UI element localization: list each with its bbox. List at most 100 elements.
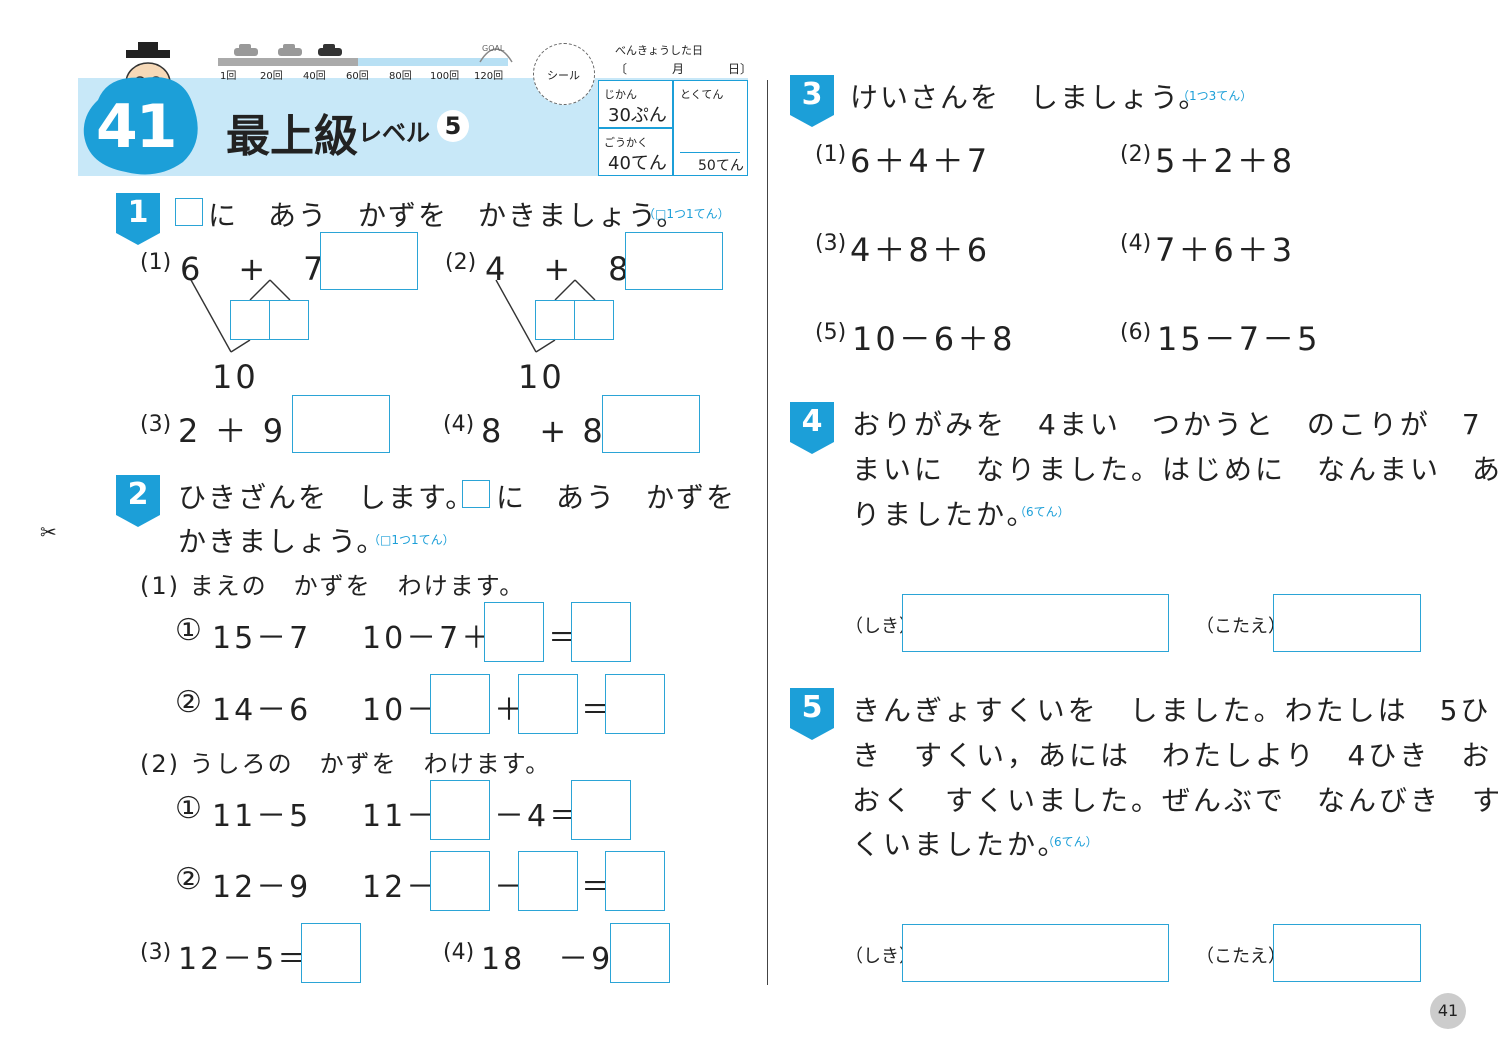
q1-2-answer-box[interactable] [625, 232, 723, 290]
q2-1-2-box-b[interactable] [518, 674, 578, 734]
page-divider [767, 80, 768, 985]
scissors-icon: ✂ [40, 520, 57, 544]
q2-2-1-mark: ① [175, 791, 205, 826]
q2-2-2-work-a: 12－ [362, 870, 440, 905]
q1-1-answer-box[interactable] [320, 232, 418, 290]
progress-track [218, 58, 508, 66]
page-title: 最上級 [226, 111, 358, 162]
q2-2-2-box-c[interactable] [605, 851, 665, 911]
tick-1: 1回 [220, 71, 237, 82]
q3-4-expr: 7＋6＋3 [1155, 231, 1296, 269]
q2-2-2-mark: ② [175, 862, 205, 897]
date-day: 日〕 [728, 62, 753, 76]
q1-1-split-box-b[interactable] [269, 300, 309, 340]
goal-arch-icon [479, 48, 513, 63]
q2-points: （□1つ1てん） [368, 533, 455, 547]
q5-line1: きんぎょすくいを しました。わたしは 5ひ [852, 694, 1492, 727]
q5-kotae-box[interactable] [1273, 924, 1421, 982]
q5-line3: おく すくいました。ぜんぶで なんびき す [852, 784, 1500, 817]
q3-6-label: (6) [1120, 320, 1152, 345]
q2-4-label: (4) [443, 940, 475, 965]
q2-1-2-box-c[interactable] [605, 674, 665, 734]
q1-1-split-box-a[interactable] [230, 300, 270, 340]
q2-2-2-problem: 12－9 [212, 870, 312, 905]
q2-2-1-work-a: 11－ [362, 799, 440, 834]
tick-100: 100回 [430, 71, 460, 82]
q1-1-ten: 10 [212, 358, 259, 396]
goal-label: GOAL [482, 44, 505, 53]
q3-2-expr: 5＋2＋8 [1155, 142, 1296, 180]
tick-60: 60回 [346, 71, 369, 82]
tick-120: 120回 [474, 71, 504, 82]
q2-1-1-problem: 15－7 [212, 621, 312, 656]
q5-shiki-label: （しき） [845, 946, 917, 967]
q2-3-answer-box[interactable] [301, 923, 361, 983]
q2-1-2-box-a[interactable] [430, 674, 490, 734]
q3-5-label: (5) [815, 320, 847, 345]
q5-line4: くいましたか。 [852, 828, 1069, 861]
time-value: 30ぷん [608, 105, 667, 126]
q2-1-1-mark: ① [175, 613, 205, 648]
q2-3-label: (3) [140, 940, 172, 965]
q5-badge: 5 [790, 688, 834, 740]
q4-badge: 4 [790, 402, 834, 454]
q2-2-1-box-b[interactable] [571, 780, 631, 840]
q2-1-2-problem: 14－6 [212, 693, 312, 728]
q1-4-label: (4) [443, 412, 475, 437]
q4-kotae-box[interactable] [1273, 594, 1421, 652]
q5-shiki-box[interactable] [902, 924, 1169, 982]
q3-5-expr: 10－6＋8 [852, 320, 1016, 358]
q2-2-2-box-b[interactable] [518, 851, 578, 911]
q2-1-2-mark: ② [175, 685, 205, 720]
q2-4-answer-box[interactable] [610, 923, 670, 983]
q1-2-label: (2) [445, 250, 477, 275]
level-badge: 5 [437, 110, 469, 142]
title-suffix: レベル [358, 119, 430, 147]
q1-sample-box [175, 198, 203, 226]
q3-4-label: (4) [1120, 231, 1152, 256]
page-number: 41 [1430, 993, 1466, 1029]
q3-6-expr: 15－7－5 [1157, 320, 1321, 358]
time-label: じかん [604, 88, 637, 101]
q2-2-2-box-a[interactable] [430, 851, 490, 911]
q2-instruction-a: ひきざんを します。 [178, 481, 476, 514]
q2-1-1-box-a[interactable] [484, 602, 544, 662]
q2-1-1-work-a: 10－7＋ [362, 621, 495, 656]
q2-instruction-b: に あう かずを [496, 481, 737, 514]
q4-line2: まいに なりました。はじめに なんまい あ [852, 453, 1500, 486]
q1-3-answer-box[interactable] [292, 395, 390, 453]
q2-1-2-work-a: 10－ [362, 693, 440, 728]
q1-4-answer-box[interactable] [602, 395, 700, 453]
progress-fill [218, 58, 358, 66]
q1-3-label: (3) [140, 412, 172, 437]
pass-label: ごうかく [604, 136, 648, 149]
q1-instruction: に あう かずを かきましょう。 [208, 199, 687, 232]
q2-1-1-box-b[interactable] [571, 602, 631, 662]
q5-kotae-label: （こたえ） [1196, 946, 1286, 967]
q1-2-split-box-b[interactable] [574, 300, 614, 340]
date-open: 〔 [615, 62, 628, 76]
q3-points: （1つ3てん） [1177, 89, 1253, 103]
q2-part2-label: (2) うしろの かずを わけます。 [140, 750, 552, 778]
sticker-circle [533, 43, 595, 105]
q5-line2: き すくい，あには わたしより 4ひき お [852, 739, 1493, 772]
total-score: 50てん [698, 158, 744, 174]
q3-badge: 3 [790, 75, 834, 127]
q1-2-decompose-lines [495, 279, 596, 353]
q1-2-ten: 10 [518, 358, 565, 396]
q4-shiki-box[interactable] [902, 594, 1169, 652]
study-date-label: べんきょうした日 [615, 44, 703, 57]
q2-sample-box [462, 480, 490, 508]
q4-kotae-label: （こたえ） [1196, 616, 1286, 637]
q1-1-decompose-lines [190, 279, 291, 353]
tick-20: 20回 [260, 71, 283, 82]
q2-2-1-box-a[interactable] [430, 780, 490, 840]
lesson-number-blob [83, 77, 198, 175]
q1-2-split-box-a[interactable] [535, 300, 575, 340]
q3-3-label: (3) [815, 231, 847, 256]
q3-instruction: けいさんを しましょう。 [850, 81, 1209, 114]
date-month: 月 [672, 62, 685, 76]
q2-2-1-work-b: －4＝ [494, 799, 583, 834]
tick-80: 80回 [389, 71, 412, 82]
q1-1-label: (1) [140, 250, 172, 275]
